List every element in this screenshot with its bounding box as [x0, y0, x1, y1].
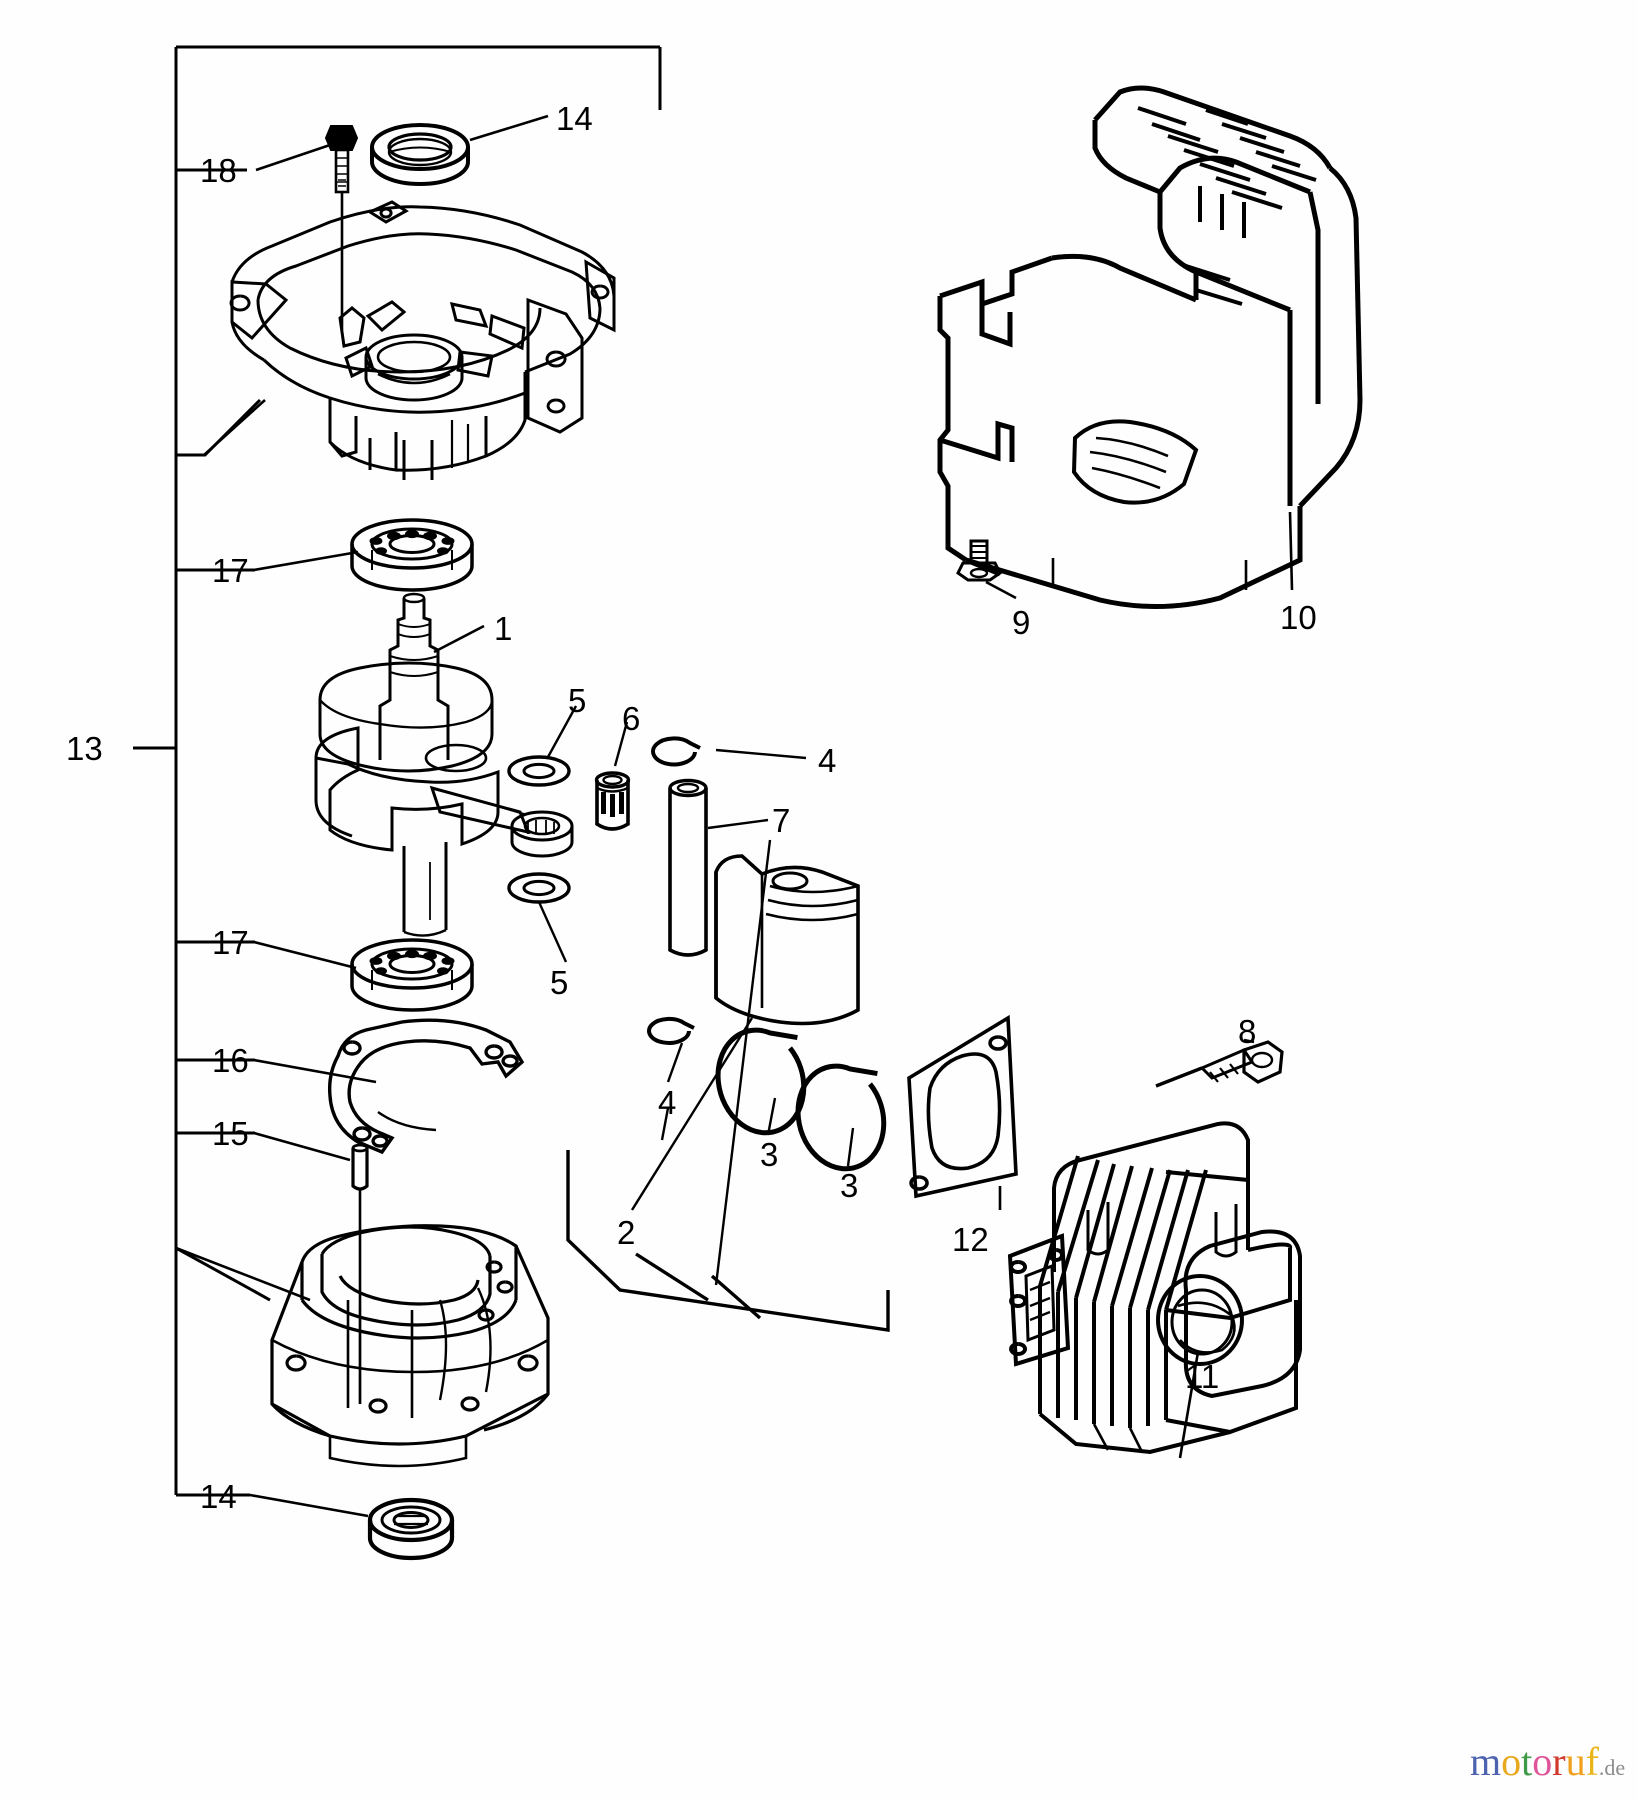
callout-16: 16: [212, 1042, 249, 1079]
callout-10: 10: [1280, 599, 1317, 636]
leader-8: [1243, 1038, 1255, 1044]
wm-letter-o1: o: [1501, 1739, 1522, 1784]
callout-5-lower: 5: [550, 964, 569, 1001]
leader-7-pin: [707, 818, 769, 830]
wm-tld: .de: [1598, 1755, 1626, 1780]
leader-17-upper: [253, 550, 359, 572]
part-bolt-stud-18: [324, 125, 359, 330]
part-circlip-4-upper: [651, 736, 701, 767]
leader-11: [1178, 1351, 1200, 1459]
callout-12: 12: [952, 1221, 989, 1258]
wm-letter-f: f: [1585, 1739, 1599, 1784]
part-crankshaft-1: [314, 592, 574, 937]
callout-7: 7: [772, 802, 791, 839]
callout-1: 1: [494, 610, 513, 647]
part-ball-bearing-17-lower: [350, 938, 474, 1012]
part-crankcase-base: [270, 1224, 550, 1468]
part-gasket-12: [907, 1014, 1018, 1199]
engine-cover-seams: [1051, 558, 1248, 590]
callout-4-lower: 4: [658, 1084, 677, 1121]
callout-tie-bracket: [566, 1150, 890, 1332]
leader-3a: [766, 1097, 777, 1136]
part-piston-pin-7: [668, 778, 708, 957]
leader-17-lower: [253, 940, 357, 970]
callout-13: 13: [66, 730, 103, 767]
callout-17-upper: 17: [212, 552, 249, 589]
callout-5-upper: 5: [568, 682, 587, 719]
leader-5-upper: [546, 705, 578, 758]
part-ball-bearing-17-upper: [350, 518, 474, 592]
leader-5-lower: [537, 901, 568, 963]
engine-cover-louvres: [1137, 106, 1317, 306]
callout-6: 6: [622, 700, 641, 737]
leader-1: [433, 624, 485, 654]
engine-cover-detail: [1071, 419, 1199, 505]
callout-11: 11: [1185, 1358, 1220, 1395]
callout-3-a: 3: [760, 1136, 779, 1173]
part-piston-2: [714, 854, 860, 1026]
leader-18: [255, 143, 331, 172]
leader-4-lower: [660, 1042, 684, 1141]
part-washer-5-upper: [507, 755, 571, 787]
part-ball-bearing-top: [370, 123, 470, 186]
callout-15: 15: [212, 1115, 249, 1152]
callout-14-bottom: 14: [200, 1478, 237, 1515]
leader-13-housing: [203, 399, 266, 456]
part-gasket-16: [327, 1018, 525, 1155]
leader-2: [630, 1017, 754, 1211]
leader-10: [1288, 511, 1294, 591]
callout-17-lower: 17: [212, 924, 249, 961]
callout-9: 9: [1012, 604, 1031, 641]
leader-13-base: [175, 1246, 311, 1302]
part-bolt-8: [1155, 1040, 1284, 1088]
part-piston-ring-3b: [795, 1063, 887, 1172]
part-ball-bearing-14-bottom: [367, 1497, 455, 1561]
callout-4-upper: 4: [818, 742, 837, 779]
wm-letter-m: m: [1470, 1739, 1502, 1784]
callout-2: 2: [617, 1214, 636, 1251]
part-fan-housing: [229, 200, 616, 480]
leader-14-bottom: [249, 1493, 369, 1518]
leader-3b: [846, 1127, 855, 1167]
watermark-motoruf: motoruf.de: [1470, 1742, 1625, 1782]
leader-6: [613, 721, 629, 767]
part-screw-9: [956, 539, 1002, 582]
part-cylinder-11: [1007, 1121, 1302, 1455]
part-washer-5-lower: [507, 872, 571, 904]
leader-4-upper: [715, 748, 807, 760]
wm-letter-r: r: [1552, 1739, 1566, 1784]
callout-8: 8: [1238, 1013, 1257, 1050]
leader-15: [253, 1131, 351, 1162]
wm-letter-u: u: [1565, 1739, 1586, 1784]
leader-9: [985, 580, 1017, 600]
wm-letter-t: t: [1521, 1739, 1533, 1784]
leader-16: [253, 1058, 377, 1084]
part-circlip-4-lower: [647, 1016, 695, 1045]
leader-14-top: [469, 114, 549, 142]
callout-3-b: 3: [840, 1167, 859, 1204]
callout-14-top: 14: [556, 100, 593, 137]
part-piston-ring-3a: [715, 1027, 807, 1136]
part-needle-bearing-6: [594, 771, 631, 831]
wm-letter-o2: o: [1532, 1739, 1553, 1784]
callout-18: 18: [200, 152, 237, 189]
